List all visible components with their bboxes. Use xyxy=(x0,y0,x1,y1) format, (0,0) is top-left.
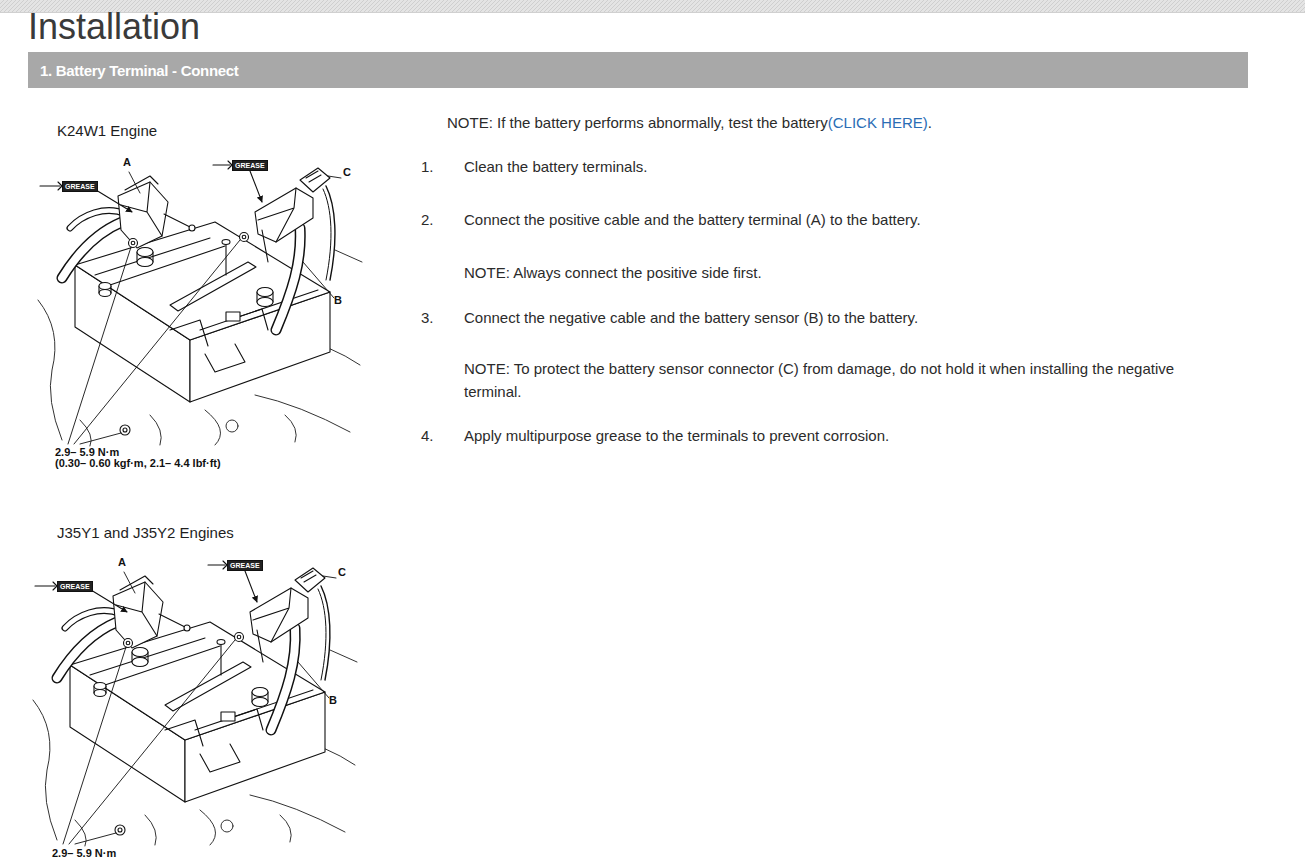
link-text: (CLICK HERE) xyxy=(828,114,928,131)
positive-terminal xyxy=(164,214,192,228)
battery-case xyxy=(75,222,330,340)
callout-leaders xyxy=(129,172,140,193)
battery-posts xyxy=(137,248,153,257)
callout-leaders xyxy=(68,172,341,444)
grease-leaders xyxy=(40,185,60,186)
battery-posts xyxy=(257,288,273,297)
callout-letter: B xyxy=(329,694,337,706)
battery-illustration xyxy=(33,561,357,846)
hold-down-bracket xyxy=(222,240,230,245)
battery-sensor xyxy=(120,425,130,435)
grease-symbol: GREASE xyxy=(232,160,268,171)
torque-spec: 2.9– 5.9 N·m xyxy=(55,446,119,458)
battery-case xyxy=(75,222,330,402)
battery-sensor xyxy=(120,168,335,435)
grease-symbol: GREASE xyxy=(227,560,263,571)
section-heading: 1. Battery Terminal - Connect xyxy=(40,62,1236,79)
note-line: NOTE: If the battery performs abnormally… xyxy=(447,111,932,134)
step-text: Connect the negative cable and the batte… xyxy=(464,306,918,329)
callout-letter: C xyxy=(338,566,346,578)
positive-terminal xyxy=(131,241,135,245)
battery-sensor xyxy=(258,188,296,242)
note-text: . xyxy=(928,114,932,131)
callout-letter: A xyxy=(118,556,126,568)
hold-down-bracket xyxy=(170,240,256,312)
hold-down-bracket xyxy=(225,242,226,275)
battery-sensor xyxy=(306,171,321,182)
callout-leaders xyxy=(328,176,341,178)
grease-symbol: GREASE xyxy=(62,181,98,192)
step-number: 1. xyxy=(421,155,434,178)
callout-leaders xyxy=(303,262,334,298)
page-title: Installation xyxy=(28,6,200,48)
grease-leaders xyxy=(40,161,262,212)
positive-terminal xyxy=(129,239,138,248)
battery-case xyxy=(226,312,240,321)
battery-posts xyxy=(137,248,273,307)
step-text: Connect the positive cable and the batte… xyxy=(464,208,921,231)
grease-leaders xyxy=(213,164,230,165)
note-text: NOTE: To protect the battery sensor conn… xyxy=(464,357,1234,403)
section-bar: 1. Battery Terminal - Connect xyxy=(28,52,1248,88)
grease-leaders xyxy=(250,171,262,202)
engine-bay xyxy=(205,410,221,445)
step-number: 4. xyxy=(421,424,434,447)
note-text: NOTE: Always connect the positive side f… xyxy=(464,261,762,284)
battery-sensor xyxy=(262,230,268,262)
battery-sensor xyxy=(300,168,330,192)
positive-terminal xyxy=(118,182,168,248)
positive-terminal xyxy=(125,176,158,190)
callout-leaders xyxy=(74,240,240,444)
engine-bay xyxy=(226,420,238,432)
grease-symbol: GREASE xyxy=(57,581,93,592)
battery-sensor xyxy=(276,228,300,330)
figure-heading: J35Y1 and J35Y2 Engines xyxy=(57,521,234,544)
step-number: 2. xyxy=(421,208,434,231)
figure-heading: K24W1 Engine xyxy=(57,119,157,142)
engine-bay xyxy=(285,415,296,442)
torque-spec: 2.9– 5.9 N·m xyxy=(52,847,116,859)
battery-sensor xyxy=(255,188,313,242)
battery-case xyxy=(99,283,111,290)
step-text: Clean the battery terminals. xyxy=(464,155,647,178)
positive-terminal xyxy=(189,225,195,231)
battery-sensor xyxy=(242,235,246,239)
callout-letter: C xyxy=(343,166,351,178)
step-text: Apply multipurpose grease to the termina… xyxy=(464,424,889,447)
torque-spec: (0.30– 0.60 kgf·m, 2.1– 4.4 lbf·ft) xyxy=(55,457,221,469)
grease-leaders xyxy=(96,190,132,212)
positive-terminal xyxy=(70,211,126,228)
battery-illustration xyxy=(38,161,362,446)
positive-terminal xyxy=(62,176,195,278)
battery-sensor xyxy=(276,228,300,330)
step-number: 3. xyxy=(421,306,434,329)
battery-case xyxy=(205,344,245,372)
battery-case xyxy=(170,309,268,346)
battery-sensor xyxy=(240,233,249,242)
callout-letter: A xyxy=(123,156,131,168)
engine-bay xyxy=(255,395,350,432)
engine-bay xyxy=(335,250,362,262)
callout-leaders xyxy=(68,247,131,444)
battery-sensor xyxy=(123,428,127,432)
battery-posts xyxy=(137,258,153,267)
battery-sensor xyxy=(323,189,331,280)
positive-terminal xyxy=(70,211,126,228)
callout-leaders xyxy=(80,433,121,444)
hold-down-bracket xyxy=(170,262,256,311)
engine-bay xyxy=(150,415,161,445)
note-text: NOTE: If the battery performs abnormally… xyxy=(447,114,828,131)
battery-posts xyxy=(257,298,273,307)
callout-letter: B xyxy=(334,294,342,306)
battery-case xyxy=(99,290,111,297)
engine-bay xyxy=(38,300,62,440)
